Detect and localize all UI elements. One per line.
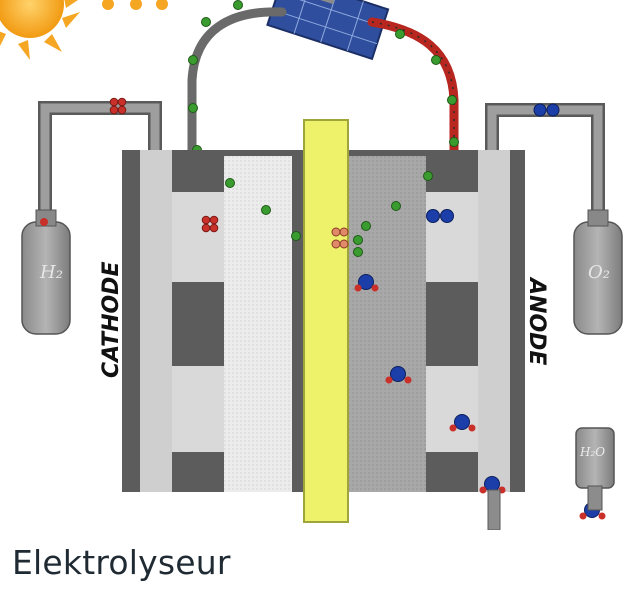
h2-molecules-cathode [201, 215, 219, 233]
o2-molecule-in-pipe [533, 103, 560, 117]
wire-negative [187, 7, 287, 157]
caption: Elektrolyseur [12, 543, 231, 582]
electrons-on-wire [188, 0, 459, 155]
gas-tank-icon [573, 209, 623, 335]
water-inlet-pipe [487, 489, 501, 530]
electrolyser-diagram: H₂ O₂ CATHODE ANODE [0, 0, 623, 530]
water-tank-icon [575, 427, 615, 511]
o2-molecule-anode [426, 209, 454, 223]
solar-panel-icon [266, 0, 390, 61]
tank-o2-label: O₂ [588, 262, 610, 283]
membrane [303, 119, 349, 523]
water-tank-label: H₂O [579, 445, 605, 459]
hydrogen-ions [331, 227, 349, 249]
cathode-label: CATHODE [99, 262, 124, 378]
gas-tank-icon [21, 209, 71, 335]
sun-icon [0, 0, 168, 60]
tank-h2-label: H₂ [39, 262, 63, 283]
h2-pipe [38, 101, 162, 222]
anode-label: ANODE [524, 276, 549, 365]
electrons-in-cell [225, 171, 433, 257]
wire-positive [367, 17, 459, 157]
h2-molecule-in-pipe [109, 97, 127, 115]
